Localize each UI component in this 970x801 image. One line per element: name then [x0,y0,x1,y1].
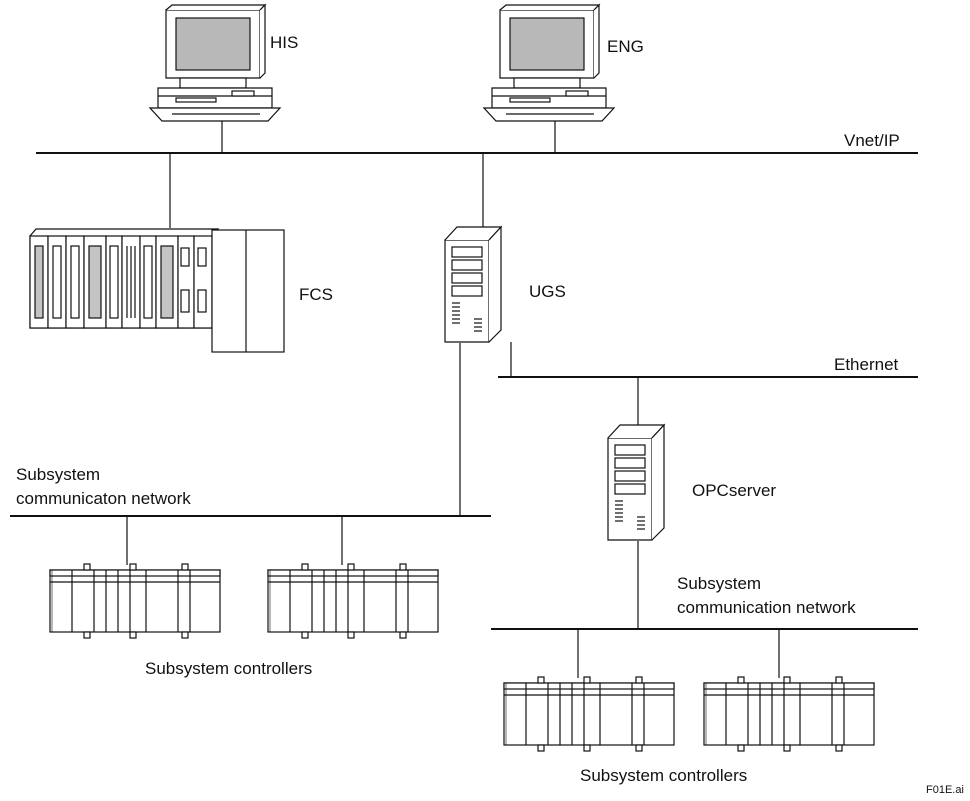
subsystem-network-left-label-line1: Subsystem [16,465,101,484]
subsystem-controller-right-2 [703,676,875,752]
opc-server-icon [607,423,666,541]
subsystem-controllers-right-label: Subsystem controllers [580,766,748,785]
eng-computer-icon [482,3,616,122]
vnet-ip-label: Vnet/IP [844,131,900,150]
ugs-label: UGS [529,282,566,301]
fcs-controller-icon [29,228,285,353]
subsystem-network-right-label-line1: Subsystem [677,574,762,593]
ugs-server-icon [444,225,503,343]
subsystem-network-left-label-line2: communicaton network [16,489,191,508]
fcs-label: FCS [299,285,333,304]
ethernet-label: Ethernet [834,355,899,374]
opcserver-label: OPCserver [692,481,777,500]
his-label: HIS [270,33,299,52]
subsystem-controller-left-2 [267,563,439,639]
subsystem-controller-right-1 [503,676,675,752]
subsystem-network-right-label-line2: communication network [677,598,856,617]
his-computer-icon [148,3,282,122]
figure-file-id: F01E.ai [926,784,964,796]
subsystem-controllers-left-label: Subsystem controllers [145,659,313,678]
subsystem-controller-left-1 [49,563,221,639]
eng-label: ENG [607,37,644,56]
